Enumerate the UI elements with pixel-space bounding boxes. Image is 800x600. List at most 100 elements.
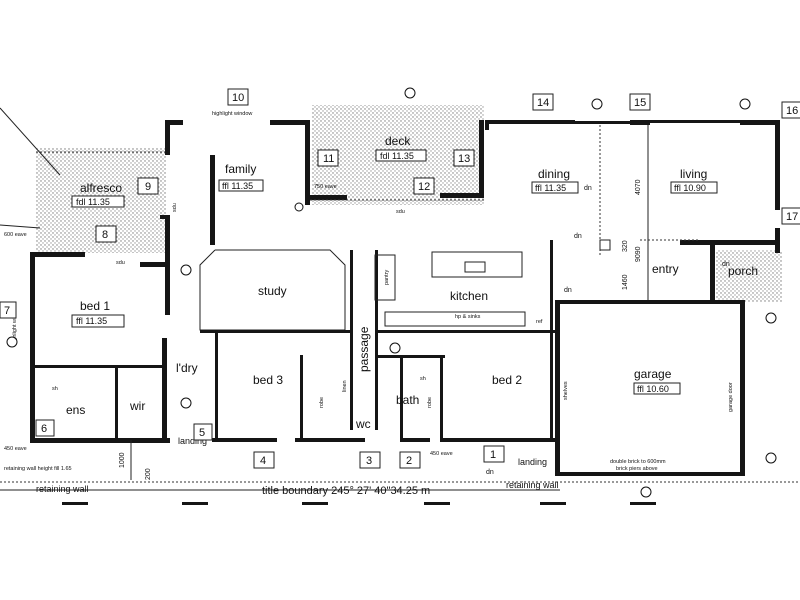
room-deck: deck	[385, 134, 411, 148]
room-wir: wir	[129, 399, 145, 413]
dim-200: 200	[145, 468, 152, 480]
room-kitchen: kitchen	[450, 289, 488, 303]
note-highlight-window-left: highlight window	[12, 305, 18, 345]
site-line	[0, 224, 41, 229]
note-eave-750: 750 eave	[314, 184, 337, 190]
room-bed2: bed 2	[492, 373, 522, 387]
svg-text:15: 15	[634, 97, 646, 109]
marker-10: 10	[227, 88, 249, 106]
room-study: study	[258, 284, 287, 298]
room-landing-right: landing	[518, 457, 547, 467]
note-brick-piers: brick piers above	[616, 466, 658, 472]
room-porch: porch	[728, 264, 758, 278]
room-wc: wc	[355, 417, 371, 431]
fl-family: ffl 11.35	[222, 181, 253, 191]
marker-12: 12	[413, 177, 435, 195]
svg-text:17: 17	[786, 211, 798, 223]
room-ldry: l'dry	[176, 361, 198, 375]
note-dn-4: dn	[722, 261, 730, 268]
fl-box	[531, 181, 579, 194]
external-walls	[30, 120, 780, 476]
dim-1460: 1460	[622, 274, 629, 290]
svg-text:10: 10	[232, 92, 244, 104]
room-linen: linen	[342, 380, 348, 392]
fl-alfresco: fdl 11.35	[76, 197, 110, 207]
fl-box	[633, 382, 681, 395]
note-double-brick: double brick to 600mm	[610, 459, 666, 465]
label-sh-bath: sh	[420, 376, 426, 382]
note-retaining-right: retaining wall	[506, 480, 559, 490]
marker-2: 2	[399, 451, 421, 469]
note-eave-450-left: 450 eave	[4, 446, 27, 452]
fl-garage: ffl 10.60	[637, 384, 669, 394]
svg-text:9: 9	[145, 181, 151, 193]
svg-text:6: 6	[41, 423, 47, 435]
room-garage: garage	[634, 367, 672, 381]
fl-box	[375, 149, 427, 162]
note-hp-sinks: hp & sinks	[455, 314, 481, 320]
svg-text:16: 16	[786, 105, 798, 117]
note-dn-3: dn	[564, 287, 572, 294]
marker-11: 11	[317, 149, 339, 167]
note-retaining-height: retaining wall height fill 1.65	[4, 466, 72, 472]
sink-icon	[464, 261, 486, 273]
note-eave-450-mid: 450 eave	[430, 451, 453, 457]
site-line	[0, 107, 61, 176]
boundary-pegs	[62, 502, 656, 505]
svg-text:7: 7	[4, 305, 10, 317]
fl-living: ffl 10.90	[674, 183, 706, 193]
fl-deck: fdl 11.35	[380, 151, 414, 161]
marker-7: 7	[0, 301, 17, 319]
fl-box	[71, 314, 125, 328]
svg-text:11: 11	[323, 153, 334, 165]
room-bed1: bed 1	[80, 299, 110, 313]
dim-320: 320	[622, 240, 629, 252]
fl-dining: ffl 11.35	[535, 183, 566, 193]
note-dn-1: dn	[584, 185, 592, 192]
marker-13: 13	[453, 149, 475, 167]
note-garage-door: garage door	[728, 382, 734, 412]
boundary-label: title boundary 245° 27' 40"34.25 m	[262, 485, 430, 497]
note-dn-5: dn	[486, 469, 494, 476]
marker-14: 14	[532, 93, 554, 111]
marker-6: 6	[35, 419, 55, 437]
room-bed3: bed 3	[253, 373, 283, 387]
svg-text:13: 13	[458, 153, 470, 165]
label-sh-ens: sh	[52, 386, 58, 392]
room-entry: entry	[652, 262, 679, 276]
marker-15: 15	[629, 93, 651, 111]
fl-bed1: ffl 11.35	[76, 316, 107, 326]
marker-16: 16	[781, 101, 800, 119]
fl-box	[670, 181, 718, 194]
note-dn-2: dn	[574, 233, 582, 240]
internal-walls	[35, 215, 555, 440]
marker-1: 1	[483, 445, 505, 463]
svg-text:3: 3	[366, 455, 372, 467]
note-sdu-1: sdu	[172, 203, 178, 212]
note-sdu-2: sdu	[396, 209, 405, 215]
room-living: living	[680, 167, 707, 181]
note-ref: ref	[536, 319, 543, 325]
svg-text:2: 2	[406, 455, 412, 467]
svg-text:5: 5	[199, 427, 205, 439]
marker-3: 3	[359, 451, 381, 469]
room-family: family	[225, 162, 256, 176]
room-robe-left: robe	[319, 397, 325, 408]
room-bath: bath	[396, 393, 419, 407]
dim-9090: 9090	[635, 246, 642, 262]
svg-text:12: 12	[418, 181, 430, 193]
room-dining: dining	[538, 167, 570, 181]
fl-box	[71, 195, 125, 208]
note-sdu-3: sdu	[116, 260, 125, 266]
note-highlight-window-top: highlight window	[212, 111, 252, 117]
room-robe-right: robe	[427, 397, 433, 408]
dim-4070: 4070	[635, 179, 642, 195]
svg-text:1: 1	[490, 449, 496, 461]
fixture	[599, 239, 611, 251]
small-markers	[6, 87, 777, 498]
markers: 10 14 15 16 17 11 12 13 9 8 7 6 5 4 3 2 …	[0, 88, 800, 469]
svg-text:4: 4	[260, 455, 266, 467]
marker-4: 4	[253, 451, 275, 469]
fl-box	[218, 179, 264, 192]
